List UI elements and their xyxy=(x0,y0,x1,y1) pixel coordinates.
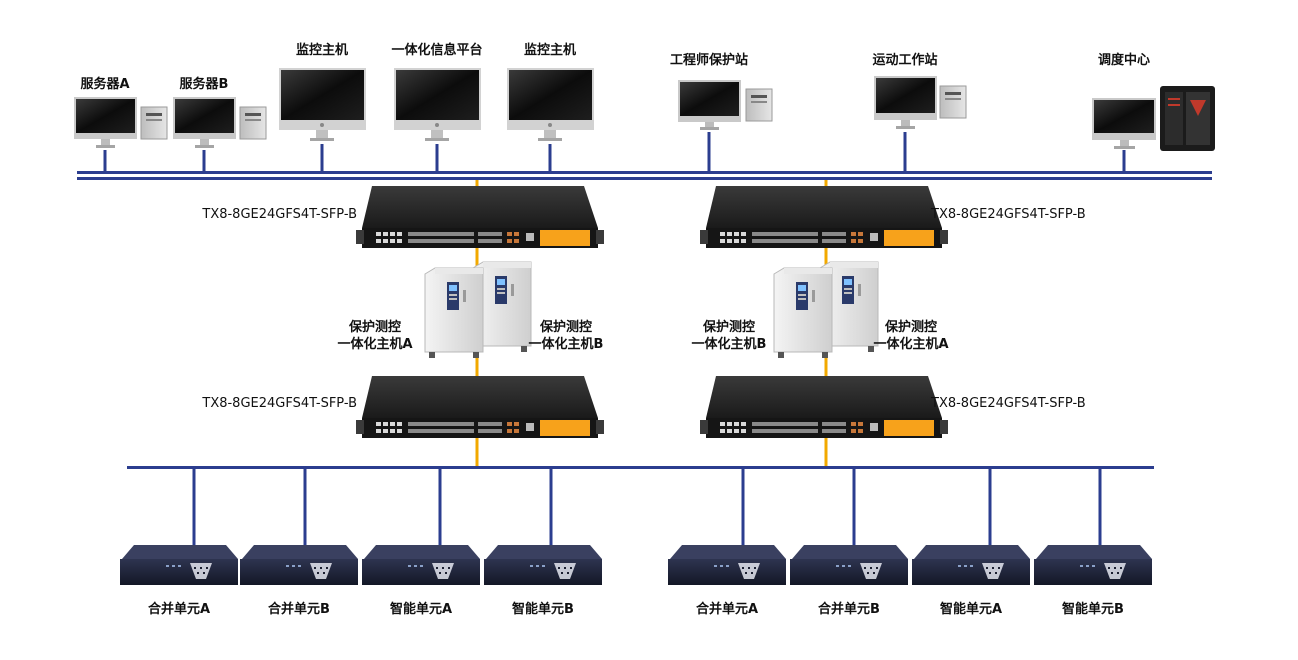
station-label-dispatch-center: 调度中心 xyxy=(1098,52,1150,68)
monitor-icon xyxy=(1092,98,1156,149)
bay-unit-5[interactable] xyxy=(668,545,786,585)
station-label-server-a: 服务器A xyxy=(80,76,129,92)
switch-bottom-right[interactable] xyxy=(700,376,948,438)
station-engineer[interactable] xyxy=(678,80,773,130)
station-info-platform[interactable] xyxy=(394,68,481,141)
process-bus xyxy=(127,466,1154,469)
device-box-icon xyxy=(120,545,238,585)
device-box-icon xyxy=(668,545,786,585)
station-label-server-b: 服务器B xyxy=(180,76,229,92)
monitor-icon xyxy=(173,97,236,148)
bay-unit-6[interactable] xyxy=(790,545,908,585)
device-box-icon xyxy=(790,545,908,585)
station-label-engineer: 工程师保护站 xyxy=(670,52,748,68)
station-workstation[interactable] xyxy=(874,76,967,129)
monitor-icon xyxy=(678,80,741,130)
station-monitoring-host-1[interactable] xyxy=(279,68,366,141)
monitor-icon xyxy=(507,68,594,141)
protection-label-4-line1: 保护测控 xyxy=(884,319,937,335)
protection-cabinet-pair-right xyxy=(773,261,879,359)
tower-pc-icon xyxy=(239,106,267,140)
switch-icon xyxy=(700,376,948,438)
station-label-monitoring-host-2: 监控主机 xyxy=(524,42,576,58)
protection-label-4-line2: 一体化主机A xyxy=(873,336,948,352)
station-label-monitoring-host-1: 监控主机 xyxy=(296,42,348,58)
station-dispatch-center[interactable] xyxy=(1092,86,1215,151)
protection-label-3-line1: 保护测控 xyxy=(702,319,755,335)
device-box-icon xyxy=(912,545,1030,585)
tower-pc-icon xyxy=(745,88,773,122)
protection-label-1-line2: 一体化主机A xyxy=(337,336,412,352)
bay-label-4: 智能单元B xyxy=(512,601,574,617)
station-links xyxy=(103,132,1126,171)
switch-top-right[interactable] xyxy=(700,186,948,248)
device-box-icon xyxy=(484,545,602,585)
switch-icon xyxy=(356,186,604,248)
station-label-info-platform: 一体化信息平台 xyxy=(391,42,482,58)
monitor-icon xyxy=(74,97,137,148)
station-monitoring-host-2[interactable] xyxy=(507,68,594,141)
device-box-icon xyxy=(240,545,358,585)
switch-label-bottom-left: TX8-8GE24GFS4T-SFP-B xyxy=(201,396,357,411)
bay-unit-2[interactable] xyxy=(240,545,358,585)
bay-label-3: 智能单元A xyxy=(390,601,452,617)
switch-label-bottom-right: TX8-8GE24GFS4T-SFP-B xyxy=(930,396,1086,411)
switch-label-top-left: TX8-8GE24GFS4T-SFP-B xyxy=(201,207,357,222)
protection-cabinet-pair-left xyxy=(424,261,532,359)
bay-unit-7[interactable] xyxy=(912,545,1030,585)
bay-label-7: 智能单元A xyxy=(940,601,1002,617)
tower-pc-icon xyxy=(939,85,967,119)
station-server-a[interactable] xyxy=(74,97,168,148)
station-server-b[interactable] xyxy=(173,97,267,148)
tower-pc-icon xyxy=(140,106,168,140)
bay-unit-8[interactable] xyxy=(1034,545,1152,585)
station-label-workstation: 运动工作站 xyxy=(872,52,937,68)
bay-unit-3[interactable] xyxy=(362,545,480,585)
switch-label-top-right: TX8-8GE24GFS4T-SFP-B xyxy=(930,207,1086,222)
bay-unit-4[interactable] xyxy=(484,545,602,585)
protection-label-2-line2: 一体化主机B xyxy=(529,336,604,352)
protection-cabinet-b-right[interactable] xyxy=(773,267,833,359)
station-bus xyxy=(77,171,1212,180)
monitor-icon xyxy=(874,76,937,129)
bay-unit-1[interactable] xyxy=(120,545,238,585)
bay-label-6: 合并单元B xyxy=(818,601,880,617)
protection-label-1-line1: 保护测控 xyxy=(348,319,401,335)
protection-label-3-line2: 一体化主机B xyxy=(692,336,767,352)
bay-label-8: 智能单元B xyxy=(1062,601,1124,617)
protection-cabinet-b[interactable] xyxy=(424,267,484,359)
switch-top-left[interactable] xyxy=(356,186,604,248)
switch-icon xyxy=(700,186,948,248)
monitor-icon xyxy=(394,68,481,141)
monitor-icon xyxy=(279,68,366,141)
device-box-icon xyxy=(1034,545,1152,585)
device-box-icon xyxy=(362,545,480,585)
gaming-tower-icon xyxy=(1160,86,1215,151)
switch-bottom-left[interactable] xyxy=(356,376,604,438)
bay-label-1: 合并单元A xyxy=(148,601,210,617)
protection-label-2-line1: 保护测控 xyxy=(539,319,592,335)
bay-label-2: 合并单元B xyxy=(268,601,330,617)
switch-icon xyxy=(356,376,604,438)
bay-label-5: 合并单元A xyxy=(696,601,758,617)
bay-links xyxy=(192,469,1102,548)
